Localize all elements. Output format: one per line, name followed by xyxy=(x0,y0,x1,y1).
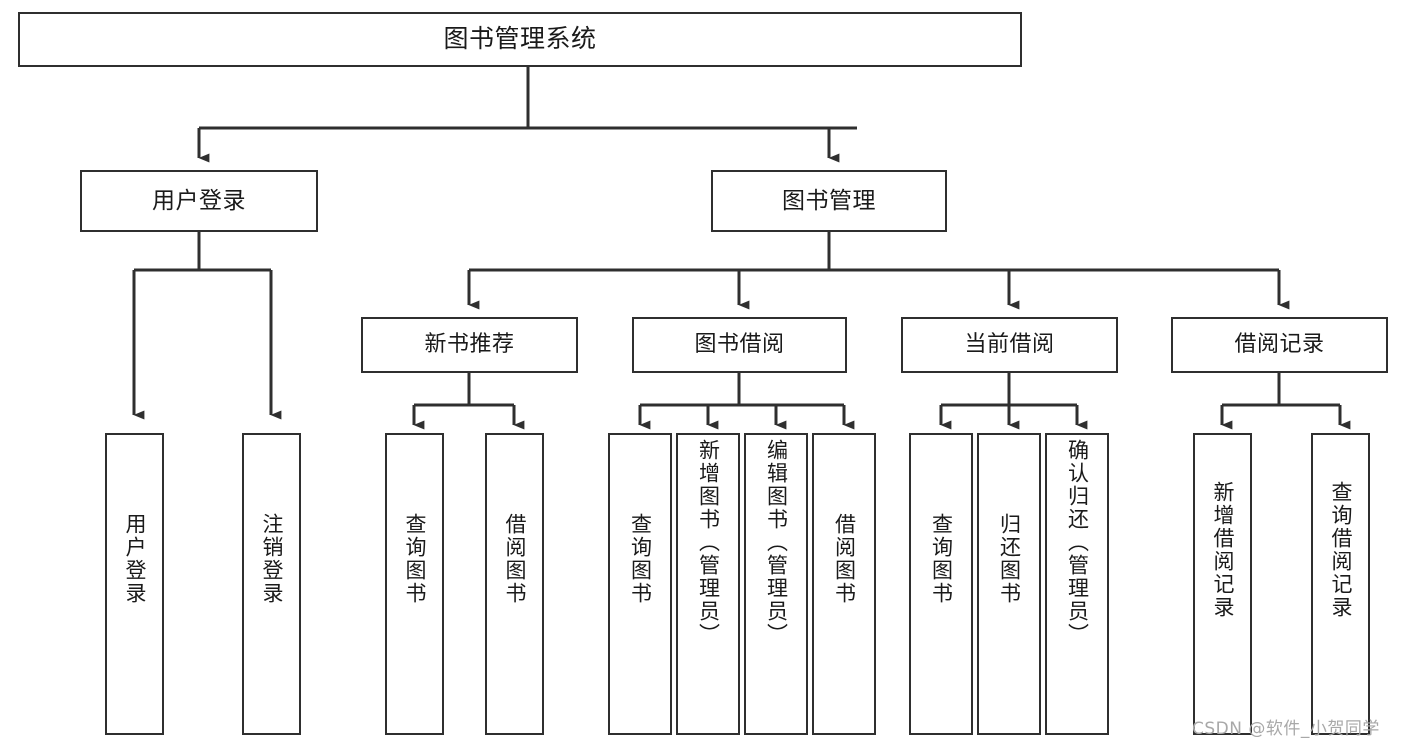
leaf-new-book-query-label: 查询图书 xyxy=(403,513,427,605)
leaf-book-borrow-borrow-label: 借阅图书 xyxy=(832,513,857,605)
leaf-borrow-record-add-label: 新增借阅记录 xyxy=(1211,481,1235,619)
leaf-current-borrow-query-label: 查询图书 xyxy=(929,513,954,605)
leaf-user-login-logout-label: 注销登录 xyxy=(260,513,284,605)
leaf-book-borrow-query-label: 查询图书 xyxy=(628,513,653,605)
node-book-management-label: 图书管理 xyxy=(782,187,876,214)
leaf-new-book-borrow[interactable]: 借阅图书 xyxy=(485,433,544,735)
leaf-new-book-query[interactable]: 查询图书 xyxy=(385,433,444,735)
node-user-login[interactable]: 用户登录 xyxy=(80,170,318,232)
leaf-current-borrow-query[interactable]: 查询图书 xyxy=(909,433,973,735)
leaf-book-borrow-edit-label: 编辑图书（管理员） xyxy=(764,439,789,646)
leaf-book-borrow-edit[interactable]: 编辑图书（管理员） xyxy=(744,433,808,735)
leaf-current-borrow-confirm-return-label: 确认归还（管理员） xyxy=(1065,439,1090,646)
leaf-current-borrow-confirm-return[interactable]: 确认归还（管理员） xyxy=(1045,433,1109,735)
leaf-borrow-record-query[interactable]: 查询借阅记录 xyxy=(1311,433,1370,735)
node-book-management[interactable]: 图书管理 xyxy=(711,170,947,232)
node-book-borrow-label: 图书借阅 xyxy=(694,332,785,358)
leaf-new-book-borrow-label: 借阅图书 xyxy=(503,513,527,605)
leaf-borrow-record-query-label: 查询借阅记录 xyxy=(1329,481,1353,619)
csdn-watermark: CSDN @软件_小贺同学 xyxy=(1192,719,1380,739)
leaf-book-borrow-query[interactable]: 查询图书 xyxy=(608,433,672,735)
node-borrow-record[interactable]: 借阅记录 xyxy=(1171,317,1388,373)
leaf-current-borrow-return-label: 归还图书 xyxy=(997,513,1022,605)
leaf-user-login-login[interactable]: 用户登录 xyxy=(105,433,164,735)
node-current-borrow[interactable]: 当前借阅 xyxy=(901,317,1118,373)
leaf-book-borrow-add[interactable]: 新增图书（管理员） xyxy=(676,433,740,735)
node-borrow-record-label: 借阅记录 xyxy=(1234,332,1325,358)
node-root-book-management-system[interactable]: 图书管理系统 xyxy=(18,12,1022,67)
leaf-user-login-login-label: 用户登录 xyxy=(123,513,147,605)
node-new-book-recommend[interactable]: 新书推荐 xyxy=(361,317,578,373)
node-root-label: 图书管理系统 xyxy=(443,24,597,54)
leaf-book-borrow-borrow[interactable]: 借阅图书 xyxy=(812,433,876,735)
leaf-borrow-record-add[interactable]: 新增借阅记录 xyxy=(1193,433,1252,735)
node-new-book-recommend-label: 新书推荐 xyxy=(424,332,515,358)
leaf-current-borrow-return[interactable]: 归还图书 xyxy=(977,433,1041,735)
node-user-login-label: 用户登录 xyxy=(152,187,246,214)
node-book-borrow[interactable]: 图书借阅 xyxy=(632,317,847,373)
leaf-book-borrow-add-label: 新增图书（管理员） xyxy=(696,439,721,646)
node-current-borrow-label: 当前借阅 xyxy=(964,332,1055,358)
leaf-user-login-logout[interactable]: 注销登录 xyxy=(242,433,301,735)
